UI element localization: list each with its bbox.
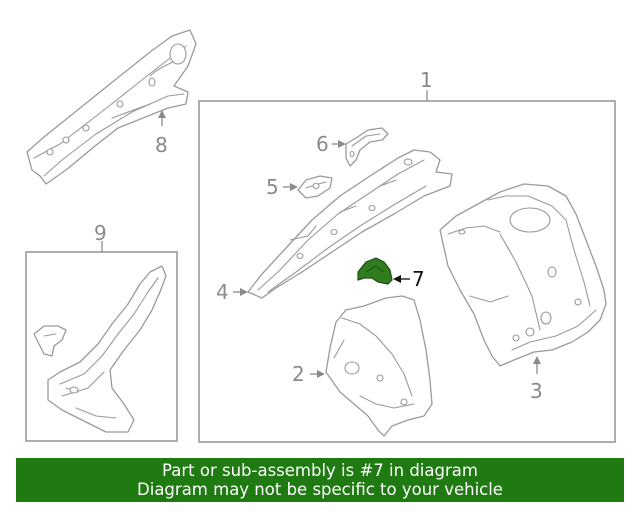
callout-5[interactable]: 5 — [266, 175, 279, 199]
callout-4[interactable]: 4 — [216, 280, 229, 304]
callout-4-arrow — [240, 288, 248, 296]
part-4-inner-panel[interactable] — [247, 149, 453, 299]
callout-6[interactable]: 6 — [316, 132, 329, 156]
part-9-small-clip[interactable] — [33, 325, 67, 357]
callout-8-arrow — [158, 110, 166, 118]
part-5-gusset[interactable] — [297, 175, 333, 199]
parts-diagram: 1 9 8 6 — [25, 29, 616, 443]
callout-7-arrow — [393, 275, 401, 283]
callout-3[interactable]: 3 — [530, 379, 543, 403]
callout-8[interactable]: 8 — [155, 133, 168, 157]
part-2-wheelhouse-panel[interactable] — [325, 295, 433, 437]
callout-3-arrow — [533, 356, 541, 364]
part-9-brace[interactable] — [47, 265, 167, 433]
part-6-bracket[interactable] — [345, 127, 389, 167]
callout-5-arrow — [290, 183, 298, 191]
part-8-rail[interactable] — [26, 29, 197, 185]
callout-6-arrow — [338, 140, 346, 148]
notice-line-2: Diagram may not be specific to your vehi… — [137, 480, 503, 499]
callout-7[interactable]: 7 — [412, 267, 425, 291]
part-3-strut-housing[interactable] — [439, 183, 607, 367]
notice-line-1: Part or sub-assembly is #7 in diagram — [162, 461, 478, 480]
callout-2[interactable]: 2 — [292, 362, 305, 386]
notice-banner: Part or sub-assembly is #7 in diagram Di… — [16, 458, 624, 502]
callout-2-arrow — [317, 370, 325, 378]
callout-9[interactable]: 9 — [94, 221, 107, 245]
part-1-group-frame — [198, 100, 616, 443]
part-7-bracket-highlighted[interactable] — [357, 257, 393, 285]
callout-1[interactable]: 1 — [420, 68, 433, 92]
part-7-shape — [357, 257, 393, 285]
